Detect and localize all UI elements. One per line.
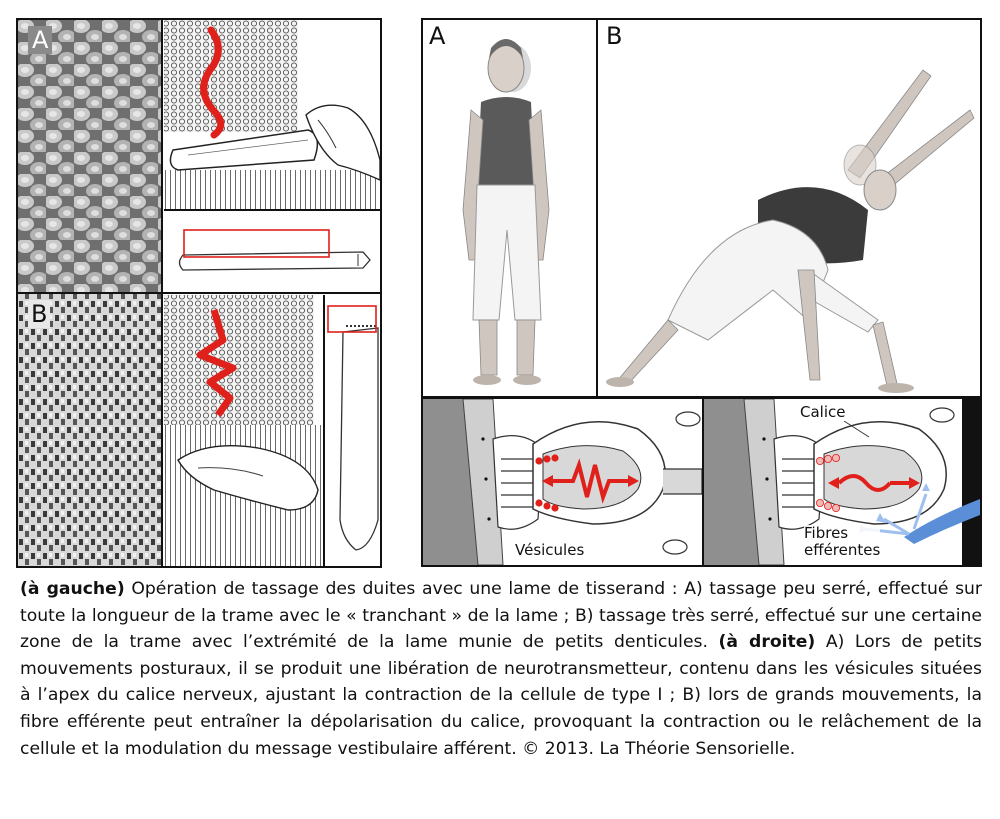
weaving-drawing-b <box>164 295 325 566</box>
left-figure: A B <box>16 18 382 568</box>
right-panel-b: B <box>596 18 982 398</box>
right-panel-a: A <box>421 18 598 398</box>
caption-left-title: (à gauche) <box>20 579 125 599</box>
efferent-fiber <box>904 499 980 544</box>
vesicles <box>535 454 559 512</box>
stretching-figure-drawing <box>606 69 975 393</box>
top-clothing <box>477 97 535 185</box>
standing-figure-drawing <box>462 39 550 385</box>
red-wavy-arrow-a <box>200 26 225 139</box>
label-fibres-efferentes: Fibres efférentes <box>804 524 881 559</box>
white-trousers <box>472 184 542 321</box>
label-calice: Calice <box>800 403 846 421</box>
calyx-drawing-a <box>423 399 702 565</box>
caption-left-text: Opération de tassage des duites avec une… <box>20 579 982 653</box>
left-label-b: B <box>28 300 51 328</box>
right-label-a: A <box>429 22 446 50</box>
vesicles <box>816 454 840 513</box>
left-figure-drawing <box>18 20 380 566</box>
blade-outline-b <box>327 305 379 551</box>
weave-photo-a <box>18 20 161 292</box>
right-label-b: B <box>606 22 623 50</box>
left-label-a: A <box>28 26 53 54</box>
white-trousers <box>667 219 829 341</box>
red-highlight-box-a <box>183 229 330 258</box>
blade-outline-a <box>178 229 371 271</box>
label-fibres-line2: efférentes <box>804 541 881 559</box>
label-vesicules: Vésicules <box>515 541 585 559</box>
caption-right-title: (à droite) <box>718 632 816 653</box>
weave-photo-b <box>18 294 161 566</box>
head <box>863 169 897 211</box>
red-zigzag-arrow-b <box>196 308 237 418</box>
figure-caption: (à gauche) Opération de tassage des duit… <box>20 576 982 812</box>
weaving-drawing-a <box>164 20 380 211</box>
caption-right-text: A) Lors de petits mouvements posturaux, … <box>20 632 982 759</box>
calyx-diagram-a: Vésicules <box>421 397 704 567</box>
calyx-drawing-b <box>704 399 980 565</box>
calyx-diagram-b: Calice Fibres efférentes <box>702 397 982 567</box>
red-highlight-box-b <box>327 305 377 333</box>
label-fibres-line1: Fibres <box>804 524 849 542</box>
